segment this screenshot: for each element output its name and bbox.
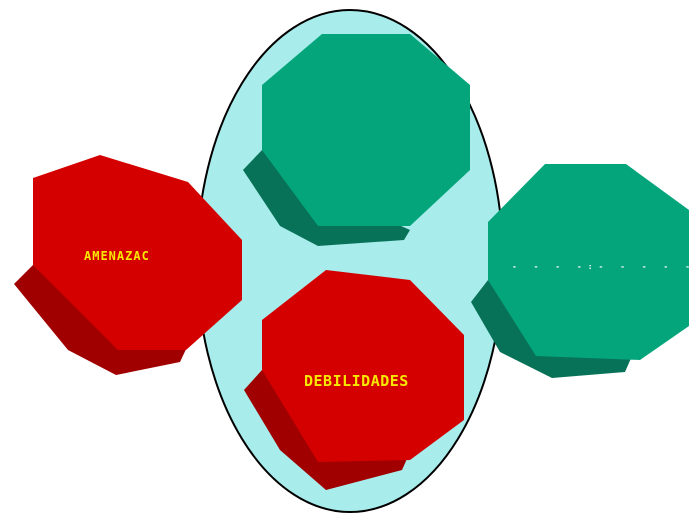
right-green-octagon <box>471 164 689 378</box>
amenazas-label: AMENAZAC <box>84 249 150 263</box>
right-octagon-label: - - - -:- - - - - <box>512 262 689 271</box>
debilidades-label: DEBILIDADES <box>304 372 409 390</box>
